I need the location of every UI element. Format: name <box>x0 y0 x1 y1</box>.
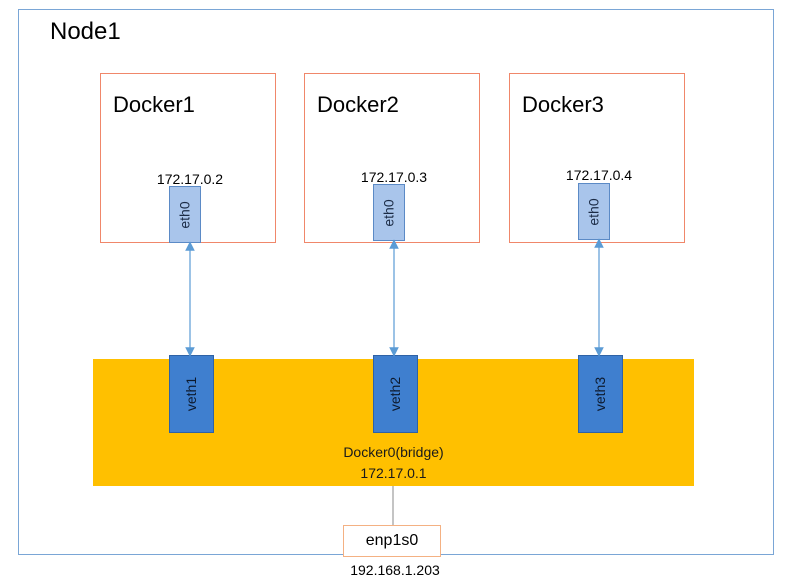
host-nic-ip: 192.168.1.203 <box>350 562 440 578</box>
host-nic: enp1s0 <box>343 525 441 557</box>
docker3-ip: 172.17.0.4 <box>565 167 633 183</box>
host-nic-label: enp1s0 <box>365 532 419 549</box>
docker3-title: Docker3 <box>522 92 604 117</box>
bridge-name: Docker0(bridge) <box>343 444 444 460</box>
veth1-interface: veth1 <box>169 355 214 433</box>
docker3-eth0: eth0 <box>578 183 610 240</box>
veth3-interface: veth3 <box>578 355 623 433</box>
node-title: Node1 <box>50 18 121 45</box>
docker1-ip: 172.17.0.2 <box>156 171 224 187</box>
bridge-ip: 172.17.0.1 <box>360 465 427 481</box>
docker2-eth0: eth0 <box>373 184 405 241</box>
docker1-title: Docker1 <box>113 92 195 117</box>
docker2-ip: 172.17.0.3 <box>360 169 428 185</box>
docker2-title: Docker2 <box>317 92 399 117</box>
docker1-eth0: eth0 <box>169 186 201 243</box>
veth2-interface: veth2 <box>373 355 418 433</box>
